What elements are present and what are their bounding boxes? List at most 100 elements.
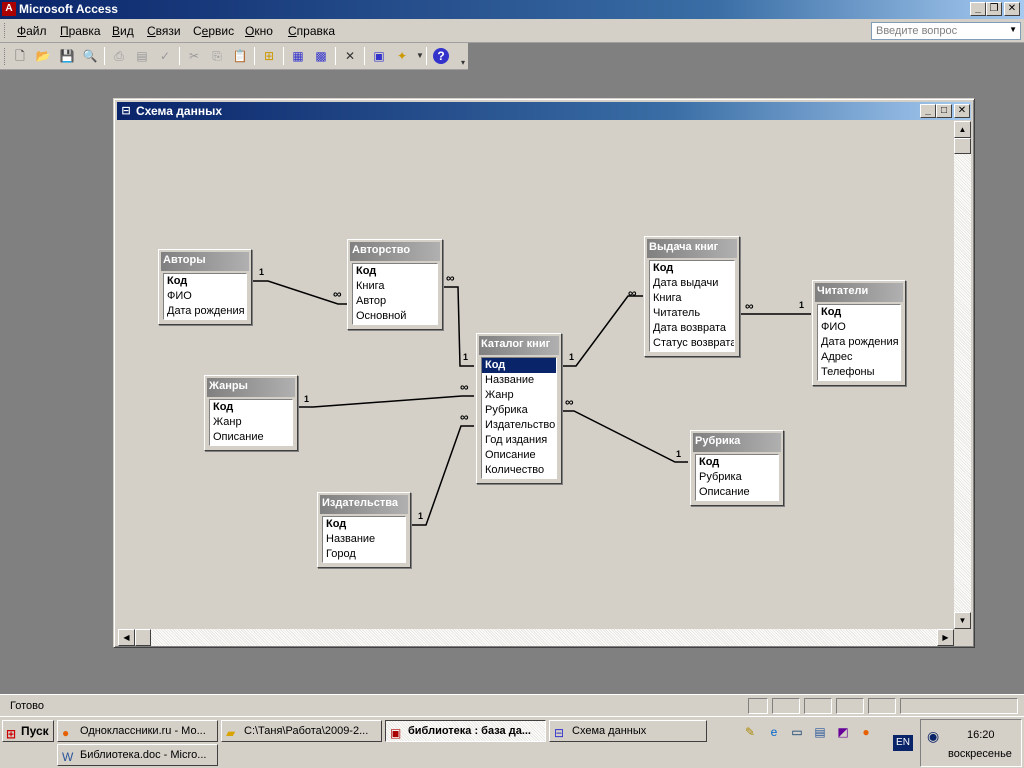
- field-item[interactable]: Код: [213, 401, 234, 413]
- field-item[interactable]: Количество: [485, 464, 545, 476]
- chevron-down-icon[interactable]: ▼: [416, 51, 424, 60]
- menu-tools[interactable]: Сервис: [193, 24, 235, 38]
- show-direct-icon[interactable]: ▦: [292, 49, 304, 63]
- file-search-icon[interactable]: 🔍: [82, 49, 98, 63]
- menu-view[interactable]: Вид: [112, 24, 134, 38]
- scroll-up-icon[interactable]: ▲: [954, 121, 971, 138]
- firefox-icon[interactable]: ●: [862, 725, 870, 739]
- menu-relationships[interactable]: Связи: [147, 24, 181, 38]
- table-book-catalog[interactable]: Каталог книг Код Название Жанр Рубрика И…: [476, 333, 562, 484]
- menu-grip[interactable]: [4, 23, 7, 38]
- delete-icon[interactable]: ✕: [344, 49, 356, 63]
- field-item[interactable]: Код: [356, 265, 377, 277]
- ask-question-box[interactable]: Введите вопрос ▼: [871, 22, 1021, 40]
- field-item[interactable]: Телефоны: [821, 366, 875, 378]
- field-item[interactable]: Описание: [699, 486, 750, 498]
- table-title[interactable]: Выдача книг: [647, 239, 737, 258]
- relationships-window-title-bar[interactable]: ⊟ Схема данных _ □ ✕: [117, 102, 971, 120]
- field-item[interactable]: ФИО: [167, 290, 192, 302]
- field-item[interactable]: Описание: [485, 449, 536, 461]
- menu-edit[interactable]: Правка: [60, 24, 101, 38]
- field-item[interactable]: Описание: [213, 431, 264, 443]
- show-all-relationships-icon[interactable]: ▩: [315, 49, 327, 63]
- desktop-icon[interactable]: ▭: [791, 725, 803, 739]
- minimize-button[interactable]: _: [970, 2, 986, 16]
- field-item[interactable]: Адрес: [821, 351, 853, 363]
- field-item-selected[interactable]: Код: [482, 358, 556, 373]
- scroll-left-icon[interactable]: ◀: [118, 629, 135, 646]
- help-icon[interactable]: ?: [433, 48, 449, 64]
- field-item[interactable]: Рубрика: [699, 471, 742, 483]
- pencil-icon[interactable]: ✎: [744, 725, 756, 739]
- system-tray-clock[interactable]: ◉ 16:20 воскресенье: [920, 719, 1022, 767]
- taskbar-word-doc[interactable]: W Библиотека.doc - Micro...: [57, 744, 218, 766]
- toolbar-options-icon[interactable]: ▾: [460, 58, 465, 67]
- table-title[interactable]: Читатели: [815, 283, 903, 302]
- horizontal-scrollbar[interactable]: ◀ ▶: [118, 629, 954, 646]
- field-item[interactable]: Название: [485, 374, 535, 386]
- database-window-icon[interactable]: ▣: [373, 49, 385, 63]
- field-item[interactable]: Дата возврата: [653, 322, 727, 334]
- field-item[interactable]: Книга: [653, 292, 682, 304]
- field-item[interactable]: Код: [167, 275, 188, 287]
- field-item[interactable]: Код: [326, 518, 347, 530]
- menu-help[interactable]: Справка: [288, 24, 336, 38]
- new-icon[interactable]: 🗋: [15, 49, 25, 63]
- table-title[interactable]: Каталог книг: [479, 336, 559, 355]
- child-minimize-button[interactable]: _: [920, 104, 936, 118]
- print-preview-icon[interactable]: ▤: [136, 49, 148, 63]
- paste-icon[interactable]: 📋: [232, 49, 248, 63]
- field-item[interactable]: Читатель: [653, 307, 701, 319]
- open-icon[interactable]: 📂: [35, 49, 51, 63]
- table-authors[interactable]: Авторы Код ФИО Дата рождения: [158, 249, 252, 325]
- save-icon[interactable]: 💾: [59, 49, 75, 63]
- start-button[interactable]: ⊞ Пуск: [2, 720, 54, 742]
- close-button[interactable]: ✕: [1004, 2, 1020, 16]
- field-item[interactable]: Город: [326, 548, 356, 560]
- show-table-icon[interactable]: ⊞: [263, 49, 275, 63]
- vertical-scrollbar[interactable]: ▲ ▼: [954, 121, 971, 629]
- table-title[interactable]: Авторство: [350, 242, 440, 261]
- field-item[interactable]: Дата рождения: [821, 336, 899, 348]
- internet-explorer-icon[interactable]: e: [770, 725, 778, 739]
- new-object-icon[interactable]: ✦: [396, 49, 408, 63]
- table-genres[interactable]: Жанры Код Жанр Описание: [204, 375, 298, 451]
- word-icon[interactable]: ▤: [814, 725, 826, 739]
- field-item[interactable]: ФИО: [821, 321, 846, 333]
- spelling-icon[interactable]: ✓: [159, 49, 171, 63]
- media-icon[interactable]: ◩: [837, 725, 849, 739]
- table-title[interactable]: Авторы: [161, 252, 249, 271]
- field-item[interactable]: Название: [326, 533, 376, 545]
- horizontal-scroll-thumb[interactable]: [135, 629, 151, 646]
- menu-window[interactable]: Окно: [245, 24, 273, 38]
- table-title[interactable]: Жанры: [207, 378, 295, 397]
- restore-button[interactable]: ❐: [986, 2, 1002, 16]
- taskbar-firefox[interactable]: ● Одноклассники.ru - Мо...: [57, 720, 218, 742]
- field-item[interactable]: Код: [653, 262, 674, 274]
- field-item[interactable]: Год издания: [485, 434, 548, 446]
- relationships-canvas[interactable]: 1 ∞ ∞ 1 1 ∞ ∞ 1 1 ∞ ∞ 1 ∞ 1 Авторы Код Ф…: [118, 121, 954, 629]
- table-authorship[interactable]: Авторство Код Книга Автор Основной: [347, 239, 443, 330]
- field-item[interactable]: Книга: [356, 280, 385, 292]
- table-book-loans[interactable]: Выдача книг Код Дата выдачи Книга Читате…: [644, 236, 740, 357]
- print-icon[interactable]: ⎙: [114, 49, 124, 63]
- menu-file[interactable]: Файл: [17, 24, 47, 38]
- child-close-button[interactable]: ✕: [954, 104, 970, 118]
- field-item[interactable]: Дата выдачи: [653, 277, 719, 289]
- table-publishers[interactable]: Издательства Код Название Город: [317, 492, 411, 568]
- field-item[interactable]: Статус возврата: [653, 337, 734, 349]
- table-title[interactable]: Издательства: [320, 495, 408, 514]
- field-item[interactable]: Жанр: [485, 389, 514, 401]
- taskbar-database[interactable]: ▣ библиотека : база да...: [385, 720, 546, 742]
- copy-icon[interactable]: ⎘: [212, 49, 222, 63]
- field-item[interactable]: Жанр: [213, 416, 242, 428]
- field-item[interactable]: Код: [699, 456, 720, 468]
- cut-icon[interactable]: ✂: [188, 49, 200, 63]
- taskbar-relationships[interactable]: ⊟ Схема данных: [549, 720, 707, 742]
- field-item[interactable]: Издательство: [485, 419, 556, 431]
- field-item[interactable]: Основной: [356, 310, 407, 322]
- table-readers[interactable]: Читатели Код ФИО Дата рождения Адрес Тел…: [812, 280, 906, 386]
- field-item[interactable]: Код: [821, 306, 842, 318]
- language-indicator[interactable]: EN: [893, 735, 913, 751]
- scroll-right-icon[interactable]: ▶: [937, 629, 954, 646]
